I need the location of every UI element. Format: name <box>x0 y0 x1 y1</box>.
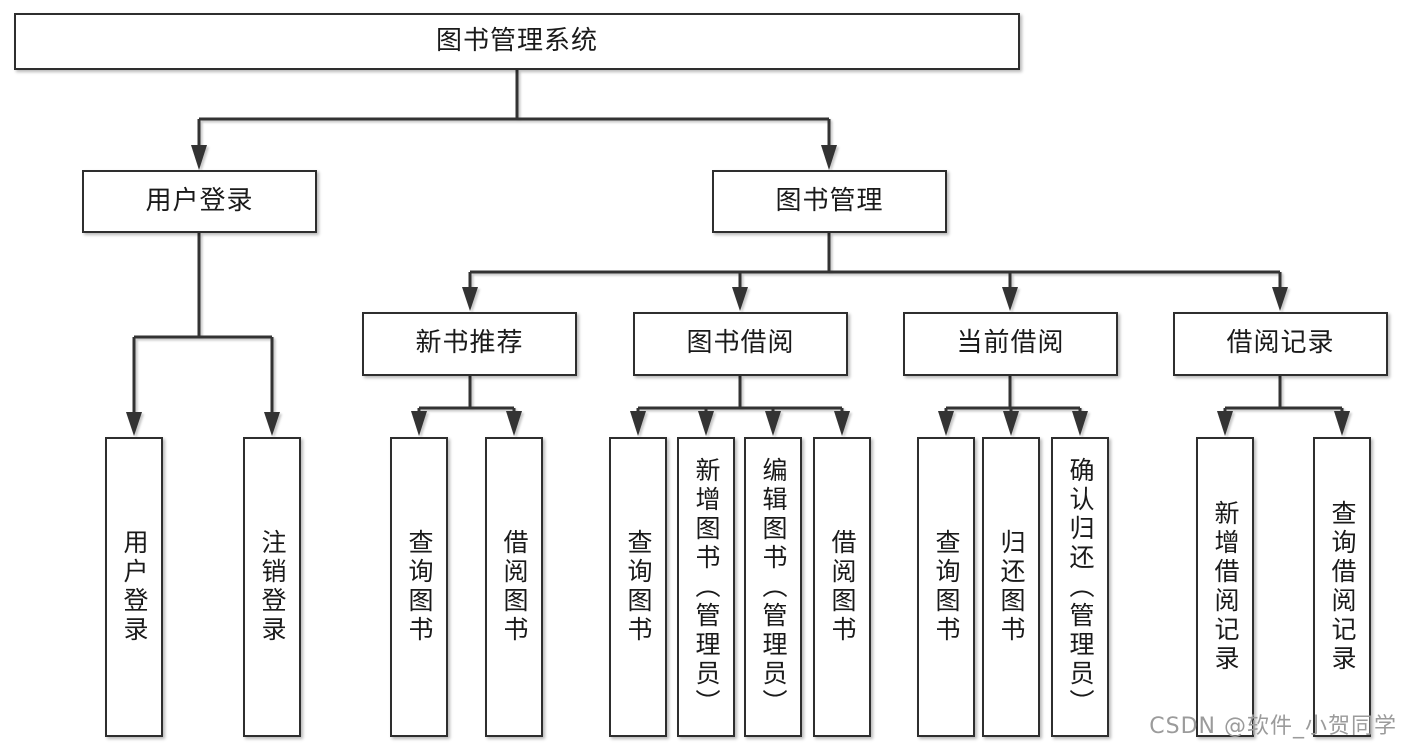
node-book-borrowing: 图书借阅 <box>633 312 848 376</box>
csdn-watermark: CSDN @软件_小贺同学 <box>1149 714 1397 739</box>
leaf-query-books-current: 查询图书 <box>917 437 975 737</box>
node-borrowing-records: 借阅记录 <box>1173 312 1388 376</box>
leaf-return-book: 归还图书 <box>982 437 1040 737</box>
leaf-query-borrow-record: 查询借阅记录 <box>1313 437 1371 737</box>
leaf-edit-book-admin: 编辑图书（管理员） <box>744 437 802 737</box>
leaf-query-books-borrowing: 查询图书 <box>609 437 667 737</box>
node-book-management-branch: 图书管理 <box>712 170 947 233</box>
node-root: 图书管理系统 <box>14 13 1020 70</box>
leaf-borrow-books-borrowing: 借阅图书 <box>813 437 871 737</box>
leaf-logout: 注销登录 <box>243 437 301 737</box>
node-new-book-recommend: 新书推荐 <box>362 312 577 376</box>
leaf-user-login: 用户登录 <box>105 437 163 737</box>
leaf-add-book-admin: 新增图书（管理员） <box>677 437 735 737</box>
leaf-add-borrow-record: 新增借阅记录 <box>1196 437 1254 737</box>
leaf-query-books-recommend: 查询图书 <box>390 437 448 737</box>
leaf-borrow-books-recommend: 借阅图书 <box>485 437 543 737</box>
node-current-borrowing: 当前借阅 <box>903 312 1118 376</box>
node-user-login-branch: 用户登录 <box>82 170 317 233</box>
leaf-confirm-return-admin: 确认归还（管理员） <box>1051 437 1109 737</box>
